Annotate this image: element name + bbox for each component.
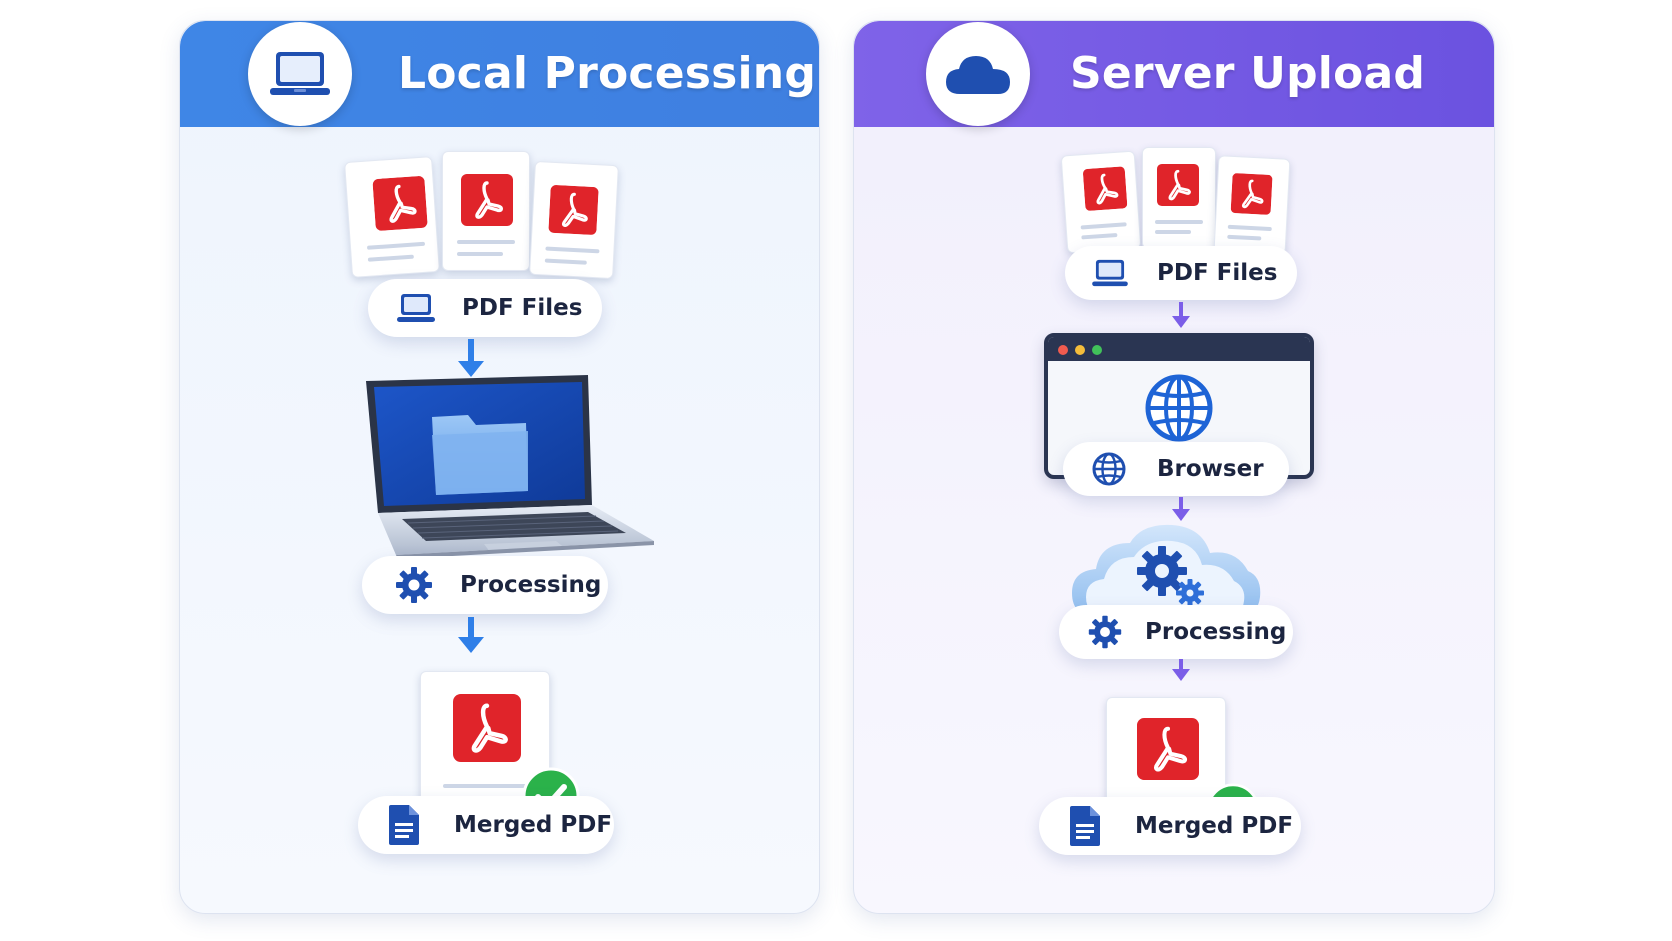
laptop-icon — [248, 22, 352, 126]
step-label: Merged PDF — [1135, 813, 1294, 839]
server-upload-header: Server Upload — [854, 21, 1494, 127]
browser-title-bar — [1048, 337, 1310, 361]
cloud-icon — [926, 22, 1030, 126]
step-label: Merged PDF — [454, 812, 613, 838]
arrow-down-icon — [1172, 659, 1190, 681]
maximize-dot-icon — [1092, 345, 1102, 355]
panel-title: Server Upload — [1070, 48, 1426, 99]
laptop-icon — [396, 292, 436, 324]
local-processing-panel: Local Processing P — [179, 20, 820, 914]
step-label: Browser — [1157, 456, 1264, 482]
pdf-file-icon — [1213, 155, 1291, 255]
step-processing: Processing — [1059, 605, 1293, 659]
step-label: Processing — [460, 572, 602, 598]
pdf-file-icon — [529, 160, 619, 280]
document-icon — [386, 804, 420, 846]
local-processing-header: Local Processing — [180, 21, 819, 127]
cloud-gears-illustration — [1072, 524, 1261, 617]
step-processing: Processing — [362, 556, 608, 614]
arrow-down-icon — [458, 617, 484, 653]
pdf-file-icon — [1142, 147, 1216, 249]
pdf-file-icon — [1060, 150, 1142, 254]
gear-icon — [1087, 614, 1123, 650]
step-label: Processing — [1145, 619, 1287, 645]
pdf-files-stack — [1060, 145, 1294, 265]
gear-icon — [394, 565, 434, 605]
step-pdf-files: PDF Files — [368, 279, 602, 337]
step-browser: Browser — [1063, 442, 1289, 496]
close-dot-icon — [1058, 345, 1068, 355]
panel-title: Local Processing — [398, 48, 817, 99]
pdf-files-stack — [344, 149, 628, 289]
laptop-folder-illustration — [366, 375, 654, 559]
arrow-down-icon — [1172, 497, 1190, 521]
step-label: PDF Files — [462, 295, 583, 321]
pdf-icon — [453, 694, 521, 766]
step-label: PDF Files — [1157, 260, 1278, 286]
step-pdf-files: PDF Files — [1065, 246, 1297, 300]
arrow-down-icon — [1172, 302, 1190, 328]
document-icon — [1067, 805, 1101, 847]
step-merged-pdf: Merged PDF — [1039, 797, 1301, 855]
laptop-icon — [1091, 258, 1129, 288]
globe-icon — [1145, 374, 1213, 442]
pdf-file-icon — [442, 151, 530, 271]
minimize-dot-icon — [1075, 345, 1085, 355]
globe-icon — [1091, 451, 1127, 487]
arrow-down-icon — [458, 339, 484, 377]
server-upload-panel: Server Upload PDF Files — [853, 20, 1495, 914]
pdf-file-icon — [344, 156, 440, 278]
step-merged-pdf: Merged PDF — [358, 796, 614, 854]
pdf-icon — [1137, 718, 1199, 784]
